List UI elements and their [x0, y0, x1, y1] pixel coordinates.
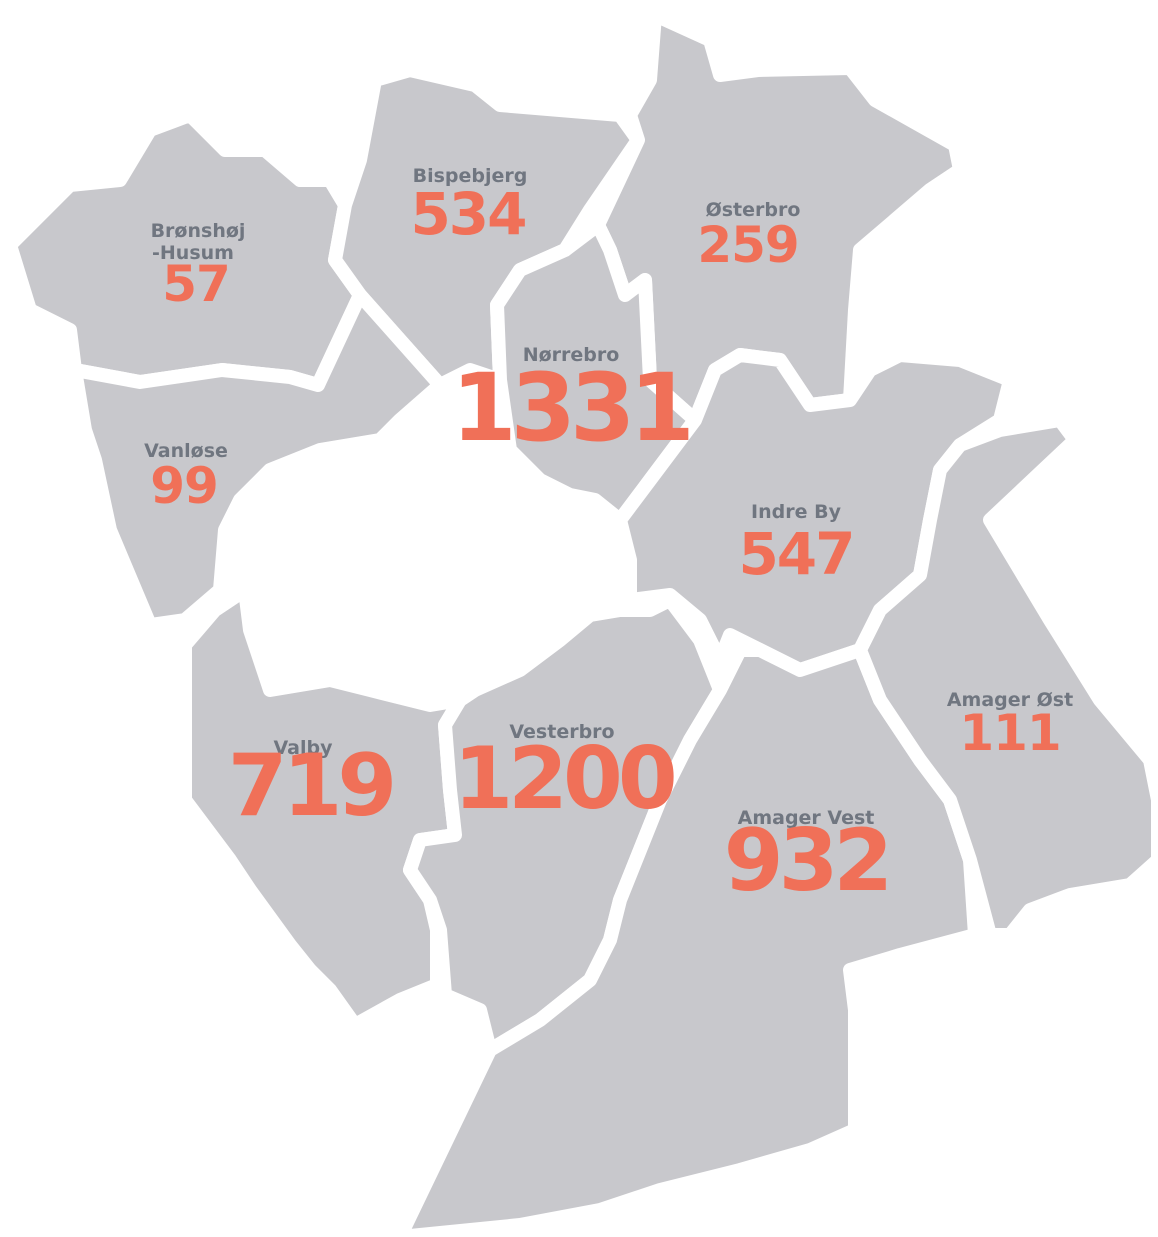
- label-osterbro: Østerbro 259: [697, 199, 800, 274]
- district-value-bispebjerg: 534: [410, 180, 525, 248]
- district-norrebro[interactable]: [490, 218, 702, 527]
- district-value-bronshoj: 57: [162, 255, 230, 313]
- district-value-amager-vest: 932: [724, 811, 889, 911]
- label-amager-vest: Amager Vest 932: [724, 807, 894, 911]
- label-amager-ost: Amager Øst 111: [947, 689, 1073, 762]
- district-name-amager-ost: Amager Øst: [947, 689, 1073, 711]
- district-value-vanlose: 99: [150, 457, 218, 515]
- district-name-bronshoj-line1: Brønshøj: [151, 220, 246, 242]
- district-value-osterbro: 259: [697, 216, 798, 274]
- district-value-vesterbro: 1200: [453, 729, 674, 829]
- district-name-norrebro: Nørrebro: [523, 344, 620, 366]
- label-valby: Valby 719: [228, 736, 398, 836]
- district-vanlose[interactable]: [68, 288, 447, 632]
- district-value-indre-by: 547: [738, 520, 853, 588]
- label-vesterbro: Vesterbro 1200: [453, 721, 679, 829]
- district-labels: Brønshøj -Husum 57 Bispebjerg 534 Østerb…: [144, 165, 1073, 911]
- district-name-osterbro: Østerbro: [706, 199, 801, 221]
- label-bronshoj-husum: Brønshøj -Husum 57: [151, 220, 246, 313]
- district-name-vanlose: Vanløse: [144, 440, 228, 462]
- label-vanlose: Vanløse 99: [144, 440, 228, 515]
- district-name-bispebjerg: Bispebjerg: [413, 165, 528, 187]
- district-value-valby: 719: [228, 736, 393, 836]
- district-name-vesterbro: Vesterbro: [509, 721, 614, 743]
- district-amager-ost[interactable]: [853, 413, 1158, 942]
- district-name-indre-by: Indre By: [751, 501, 842, 523]
- label-indre-by: Indre By 547: [738, 501, 855, 588]
- district-name-valby: Valby: [274, 737, 334, 759]
- district-shapes: [3, 8, 1158, 1237]
- label-norrebro: Nørrebro 1331: [451, 344, 695, 463]
- district-name-bronshoj-line2: -Husum: [152, 242, 234, 264]
- district-value-amager-ost: 111: [959, 704, 1060, 762]
- district-name-amager-vest: Amager Vest: [738, 807, 875, 829]
- label-bispebjerg: Bispebjerg 534: [410, 165, 527, 248]
- district-value-norrebro: 1331: [451, 354, 689, 463]
